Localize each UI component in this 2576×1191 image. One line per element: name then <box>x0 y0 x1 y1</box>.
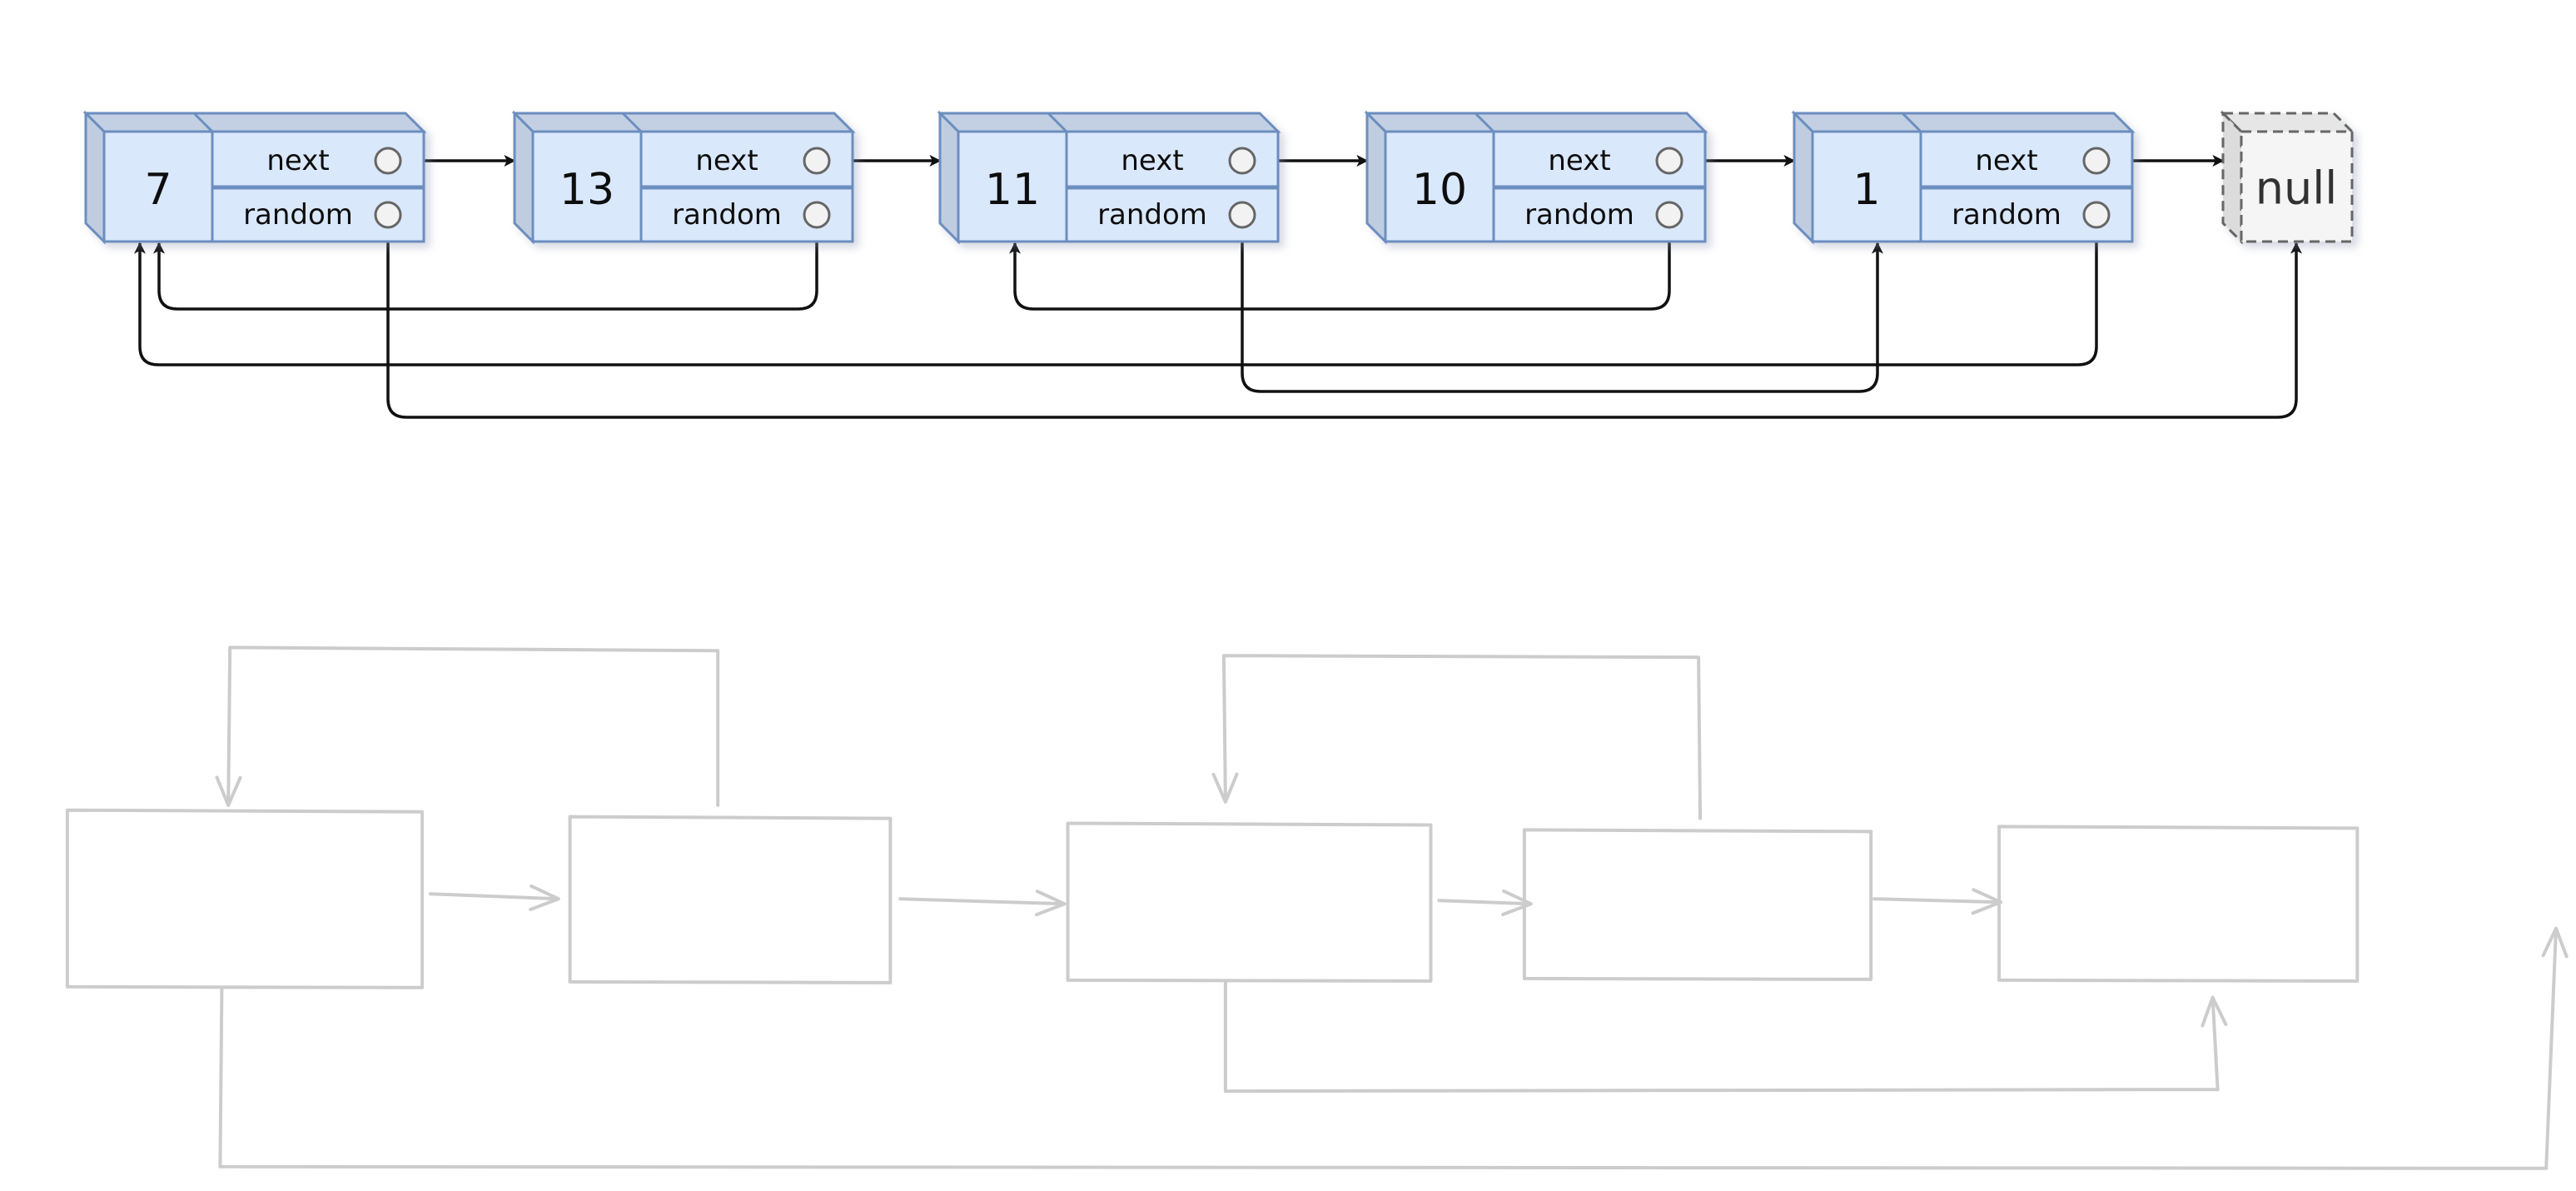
node-value: 1 <box>1852 165 1880 215</box>
sketch-random-arrow <box>218 926 2569 1170</box>
node-top-divider <box>192 112 214 133</box>
random-arrow-7-to-null <box>386 227 2302 419</box>
sketch-box <box>1522 828 1873 981</box>
node-top-face <box>1364 112 1708 133</box>
random-pointer-port <box>2082 201 2111 229</box>
node-side-face <box>513 110 535 245</box>
next-field-label: next <box>1975 144 2037 177</box>
sketch-copy-diagram <box>65 645 2569 1170</box>
list-node: 11 next random <box>937 110 1281 245</box>
null-node: null <box>2220 110 2355 245</box>
sketch-random-arrow <box>215 645 720 807</box>
node-side-face <box>938 110 960 245</box>
list-node: 13 next random <box>511 110 856 245</box>
random-field-label: random <box>1097 198 1207 232</box>
node-value: 11 <box>985 165 1040 215</box>
sketch-next-arrow <box>428 884 560 911</box>
pointer-arrows <box>134 155 2302 419</box>
sketch-next-arrow <box>1872 888 2003 915</box>
sketch-next-arrow <box>1437 889 1533 917</box>
sketch-box <box>568 815 893 984</box>
node-top-face <box>937 112 1281 133</box>
null-side-face <box>2221 110 2243 245</box>
random-arrow-13-to-7 <box>153 227 818 311</box>
random-pointer-port <box>374 201 402 229</box>
sketch-next-arrow <box>898 890 1067 917</box>
next-field-label: next <box>1121 144 1183 177</box>
sketch-random-arrow <box>1223 980 2228 1094</box>
next-field-label: next <box>266 144 329 177</box>
sketch-random-arrow <box>1211 654 1703 820</box>
random-field-label: random <box>1952 198 2061 232</box>
node-side-face <box>84 110 106 245</box>
random-arrow-10-to-11 <box>1009 227 1671 311</box>
node-side-face <box>1793 110 1814 245</box>
random-pointer-port <box>1655 201 1683 229</box>
random-arrow-11-to-1 <box>1241 227 1883 393</box>
random-arrow-1-to-7 <box>134 227 2098 366</box>
random-field-label: random <box>1524 198 1634 232</box>
random-field-label: random <box>672 198 782 232</box>
node-value: 10 <box>1412 165 1467 215</box>
node-top-face <box>1791 112 2136 133</box>
null-front-face <box>2240 130 2354 243</box>
list-node: 1 next random <box>1791 110 2136 245</box>
list-node: 7 next random <box>82 110 427 245</box>
node-top-face <box>511 112 856 133</box>
random-pointer-port <box>1228 201 1256 229</box>
node-top-face <box>82 112 427 133</box>
next-pointer-port <box>374 147 402 175</box>
sketch-box <box>65 808 425 989</box>
next-pointer-port <box>1228 147 1256 175</box>
node-top-divider <box>621 112 643 133</box>
sketch-box <box>1066 821 1433 983</box>
node-list: 7 next random 13 next random 11 next random 10 nex… <box>82 110 2355 245</box>
random-field-label: random <box>243 198 353 232</box>
next-pointer-port <box>1655 147 1683 175</box>
node-side-face <box>1365 110 1387 245</box>
null-top-face <box>2220 112 2355 133</box>
node-value: 13 <box>559 165 614 215</box>
random-pointer-port <box>803 201 831 229</box>
null-label: null <box>2255 162 2337 215</box>
node-top-divider <box>1901 112 1922 133</box>
node-top-divider <box>1474 112 1495 133</box>
next-pointer-port <box>2082 147 2111 175</box>
node-top-divider <box>1047 112 1068 133</box>
list-node: 10 next random <box>1364 110 1708 245</box>
next-field-label: next <box>1548 144 1610 177</box>
next-pointer-port <box>803 147 831 175</box>
next-field-label: next <box>695 144 758 177</box>
node-value: 7 <box>144 165 172 215</box>
sketch-box <box>1997 825 2360 983</box>
